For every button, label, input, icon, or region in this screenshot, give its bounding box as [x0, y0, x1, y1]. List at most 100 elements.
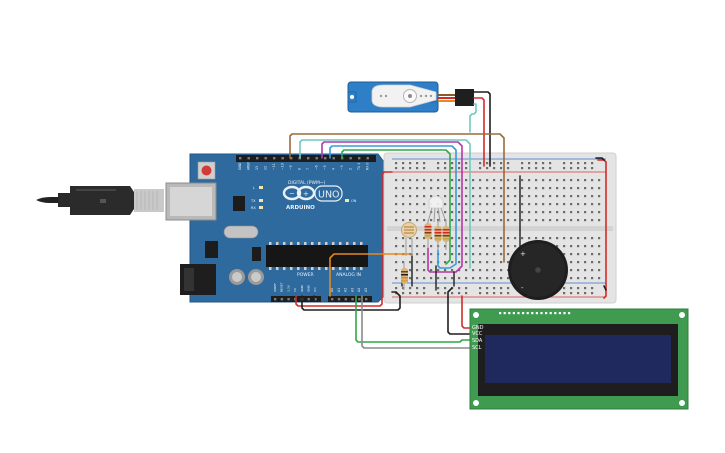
breadboard-hole[interactable] — [472, 253, 475, 256]
breadboard-hole[interactable] — [549, 219, 552, 222]
breadboard-hole[interactable] — [500, 219, 503, 222]
wire-lcd-gnd[interactable] — [447, 287, 471, 335]
breadboard-hole[interactable] — [584, 179, 587, 182]
breadboard-hole[interactable] — [542, 162, 545, 165]
breadboard-hole[interactable] — [486, 203, 489, 206]
breadboard-hole[interactable] — [549, 187, 552, 190]
breadboard-hole[interactable] — [465, 261, 468, 264]
breadboard-hole[interactable] — [479, 167, 482, 170]
breadboard-hole[interactable] — [444, 195, 447, 198]
breadboard-hole[interactable] — [465, 179, 468, 182]
breadboard-hole[interactable] — [402, 203, 405, 206]
breadboard-hole[interactable] — [409, 167, 412, 170]
breadboard-hole[interactable] — [570, 269, 573, 272]
breadboard-hole[interactable] — [577, 292, 580, 295]
breadboard-hole[interactable] — [584, 211, 587, 214]
breadboard-hole[interactable] — [437, 179, 440, 182]
breadboard-hole[interactable] — [486, 287, 489, 290]
breadboard-hole[interactable] — [479, 253, 482, 256]
breadboard-hole[interactable] — [395, 203, 398, 206]
breadboard-hole[interactable] — [535, 203, 538, 206]
breadboard-hole[interactable] — [444, 269, 447, 272]
breadboard-hole[interactable] — [472, 261, 475, 264]
servo-motor[interactable] — [347, 81, 474, 113]
breadboard-hole[interactable] — [465, 162, 468, 165]
breadboard-hole[interactable] — [500, 162, 503, 165]
breadboard-hole[interactable] — [563, 195, 566, 198]
breadboard-hole[interactable] — [500, 187, 503, 190]
breadboard-hole[interactable] — [598, 179, 601, 182]
breadboard-hole[interactable] — [402, 187, 405, 190]
breadboard-hole[interactable] — [458, 277, 461, 280]
breadboard-hole[interactable] — [437, 269, 440, 272]
breadboard-hole[interactable] — [486, 167, 489, 170]
breadboard-hole[interactable] — [563, 167, 566, 170]
lcd-header-pin[interactable] — [554, 312, 557, 315]
breadboard-hole[interactable] — [584, 253, 587, 256]
breadboard-hole[interactable] — [451, 179, 454, 182]
breadboard-hole[interactable] — [591, 162, 594, 165]
breadboard-hole[interactable] — [591, 245, 594, 248]
breadboard-hole[interactable] — [570, 292, 573, 295]
breadboard-hole[interactable] — [549, 162, 552, 165]
breadboard-hole[interactable] — [430, 261, 433, 264]
breadboard-hole[interactable] — [416, 261, 419, 264]
breadboard-hole[interactable] — [556, 211, 559, 214]
breadboard-hole[interactable] — [535, 195, 538, 198]
breadboard-hole[interactable] — [479, 203, 482, 206]
breadboard-hole[interactable] — [437, 287, 440, 290]
breadboard-hole[interactable] — [577, 253, 580, 256]
resistor-photocell[interactable] — [401, 262, 408, 290]
rgb-led[interactable] — [427, 195, 447, 223]
breadboard-hole[interactable] — [416, 219, 419, 222]
wire-teal[interactable] — [299, 139, 471, 269]
breadboard-hole[interactable] — [451, 269, 454, 272]
breadboard-hole[interactable] — [507, 245, 510, 248]
breadboard-hole[interactable] — [423, 269, 426, 272]
header-pin[interactable] — [331, 298, 334, 301]
header-pin[interactable] — [287, 298, 290, 301]
breadboard-hole[interactable] — [395, 287, 398, 290]
breadboard-hole[interactable] — [493, 179, 496, 182]
breadboard-hole[interactable] — [465, 269, 468, 272]
breadboard-hole[interactable] — [570, 187, 573, 190]
breadboard-hole[interactable] — [584, 261, 587, 264]
breadboard-hole[interactable] — [493, 219, 496, 222]
breadboard-hole[interactable] — [458, 269, 461, 272]
breadboard-hole[interactable] — [409, 261, 412, 264]
header-pin[interactable] — [351, 298, 354, 301]
breadboard-hole[interactable] — [402, 162, 405, 165]
breadboard-hole[interactable] — [402, 211, 405, 214]
breadboard-hole[interactable] — [500, 195, 503, 198]
breadboard-hole[interactable] — [444, 253, 447, 256]
breadboard-hole[interactable] — [542, 187, 545, 190]
breadboard-hole[interactable] — [451, 277, 454, 280]
lcd-header-pin[interactable] — [563, 312, 566, 315]
breadboard-hole[interactable] — [451, 245, 454, 248]
breadboard-hole[interactable] — [542, 203, 545, 206]
breadboard-hole[interactable] — [563, 187, 566, 190]
breadboard-hole[interactable] — [528, 195, 531, 198]
breadboard-hole[interactable] — [563, 287, 566, 290]
breadboard-hole[interactable] — [409, 162, 412, 165]
header-pin[interactable] — [315, 157, 318, 160]
breadboard-hole[interactable] — [402, 167, 405, 170]
breadboard-hole[interactable] — [542, 237, 545, 240]
breadboard-hole[interactable] — [521, 167, 524, 170]
breadboard-hole[interactable] — [507, 211, 510, 214]
breadboard-hole[interactable] — [563, 179, 566, 182]
breadboard-hole[interactable] — [430, 219, 433, 222]
header-pin[interactable] — [358, 298, 361, 301]
breadboard-hole[interactable] — [451, 261, 454, 264]
breadboard-hole[interactable] — [472, 179, 475, 182]
breadboard-hole[interactable] — [444, 261, 447, 264]
breadboard-hole[interactable] — [465, 187, 468, 190]
breadboard-hole[interactable] — [409, 211, 412, 214]
breadboard-hole[interactable] — [549, 195, 552, 198]
breadboard-hole[interactable] — [458, 219, 461, 222]
breadboard-hole[interactable] — [563, 203, 566, 206]
breadboard-hole[interactable] — [584, 237, 587, 240]
breadboard-hole[interactable] — [507, 219, 510, 222]
breadboard-hole[interactable] — [465, 203, 468, 206]
breadboard-hole[interactable] — [416, 245, 419, 248]
